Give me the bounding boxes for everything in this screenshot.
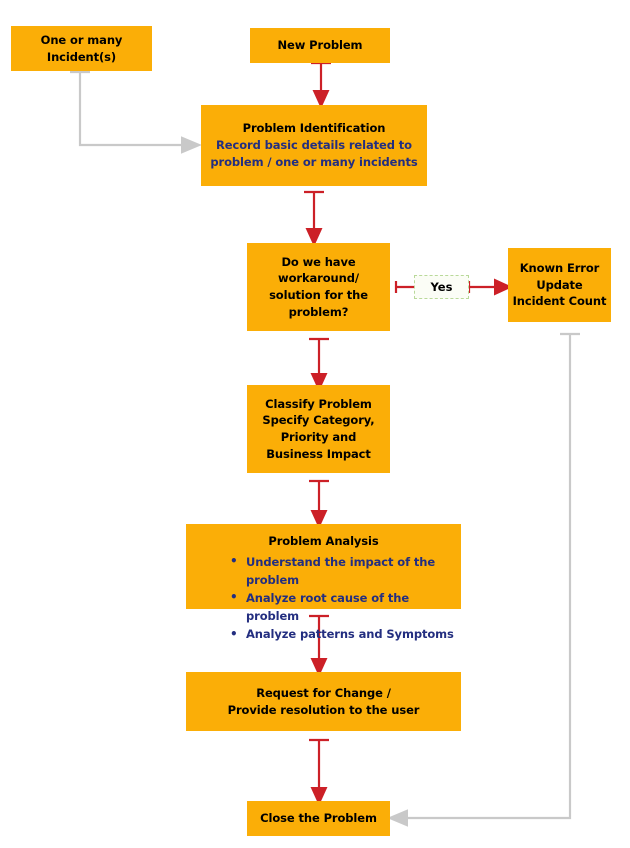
node-problem-identification[interactable]: Problem Identification Record basic deta… (201, 105, 427, 186)
node-request-change-text: Request for Change / Provide resolution … (228, 685, 420, 718)
problem-analysis-title: Problem Analysis (268, 534, 379, 548)
edge-decision-to-classify (309, 337, 329, 392)
problem-analysis-bullet-1: Understand the impact of the problem (230, 552, 461, 589)
request-change-line-2: Provide resolution to the user (227, 702, 420, 717)
classify-line-2: Specify Category, (262, 413, 375, 428)
node-request-for-change[interactable]: Request for Change / Provide resolution … (186, 672, 461, 731)
node-close-text: Close the Problem (260, 810, 377, 827)
new-problem-line-1: New Problem (277, 38, 363, 53)
edge-request-change-to-close (309, 738, 329, 806)
node-classify-text: Classify Problem Specify Category, Prior… (262, 396, 374, 463)
known-error-line-1: Known Error (519, 260, 600, 275)
close-line-1: Close the Problem (260, 811, 377, 826)
decision-line-4: problem? (288, 304, 349, 319)
node-new-problem[interactable]: New Problem (250, 28, 390, 63)
classify-line-3: Priority and (280, 430, 357, 444)
node-problem-identification-text: Problem Identification Record basic deta… (210, 120, 417, 170)
decision-line-2: workaround/ (278, 271, 359, 286)
problem-analysis-bullet-2: Analyze root cause of the problem (230, 588, 461, 625)
node-known-error-text: Known Error Update Incident Count (513, 260, 607, 310)
edge-label-yes-text: Yes (430, 280, 453, 294)
incidents-line-2: Incident(s) (46, 49, 117, 64)
classify-line-4: Business Impact (266, 446, 371, 461)
node-decision-workaround[interactable]: Do we have workaround/ solution for the … (247, 243, 390, 331)
problem-analysis-bullet-list: Understand the impact of the problem Ana… (186, 552, 461, 644)
edge-decision-to-yes (394, 281, 414, 293)
node-classify-problem[interactable]: Classify Problem Specify Category, Prior… (247, 385, 390, 473)
node-one-or-many-incidents[interactable]: One or many Incident(s) (11, 26, 152, 71)
problem-identification-title: Problem Identification (242, 121, 386, 136)
node-decision-text: Do we have workaround/ solution for the … (269, 254, 368, 321)
problem-identification-detail-2: problem / one or many incidents (210, 154, 418, 169)
problem-analysis-bullet-3: Analyze patterns and Symptoms (230, 625, 461, 644)
decision-line-3: solution for the (269, 288, 368, 302)
incidents-line-1: One or many (40, 32, 123, 47)
edge-classify-to-analysis (309, 479, 329, 529)
node-close-the-problem[interactable]: Close the Problem (247, 801, 390, 836)
edge-label-yes: Yes (414, 275, 469, 299)
problem-identification-detail-1: Record basic details related to (216, 138, 412, 153)
edge-yes-to-known-error (467, 278, 513, 296)
classify-line-1: Classify Problem (265, 396, 372, 411)
node-known-error[interactable]: Known Error Update Incident Count (508, 248, 611, 322)
edge-identification-to-decision (304, 190, 324, 247)
edge-incidents-to-identification (70, 70, 202, 154)
node-new-problem-text: New Problem (278, 37, 363, 54)
edge-new-problem-to-identification (311, 61, 331, 109)
known-error-line-3: Incident Count (512, 294, 607, 309)
node-problem-analysis[interactable]: Problem Analysis Understand the impact o… (186, 524, 461, 644)
node-incidents-text: One or many Incident(s) (41, 32, 123, 65)
request-change-line-1: Request for Change / (256, 685, 391, 700)
known-error-line-2: Update (536, 277, 583, 292)
decision-line-1: Do we have (281, 254, 356, 269)
